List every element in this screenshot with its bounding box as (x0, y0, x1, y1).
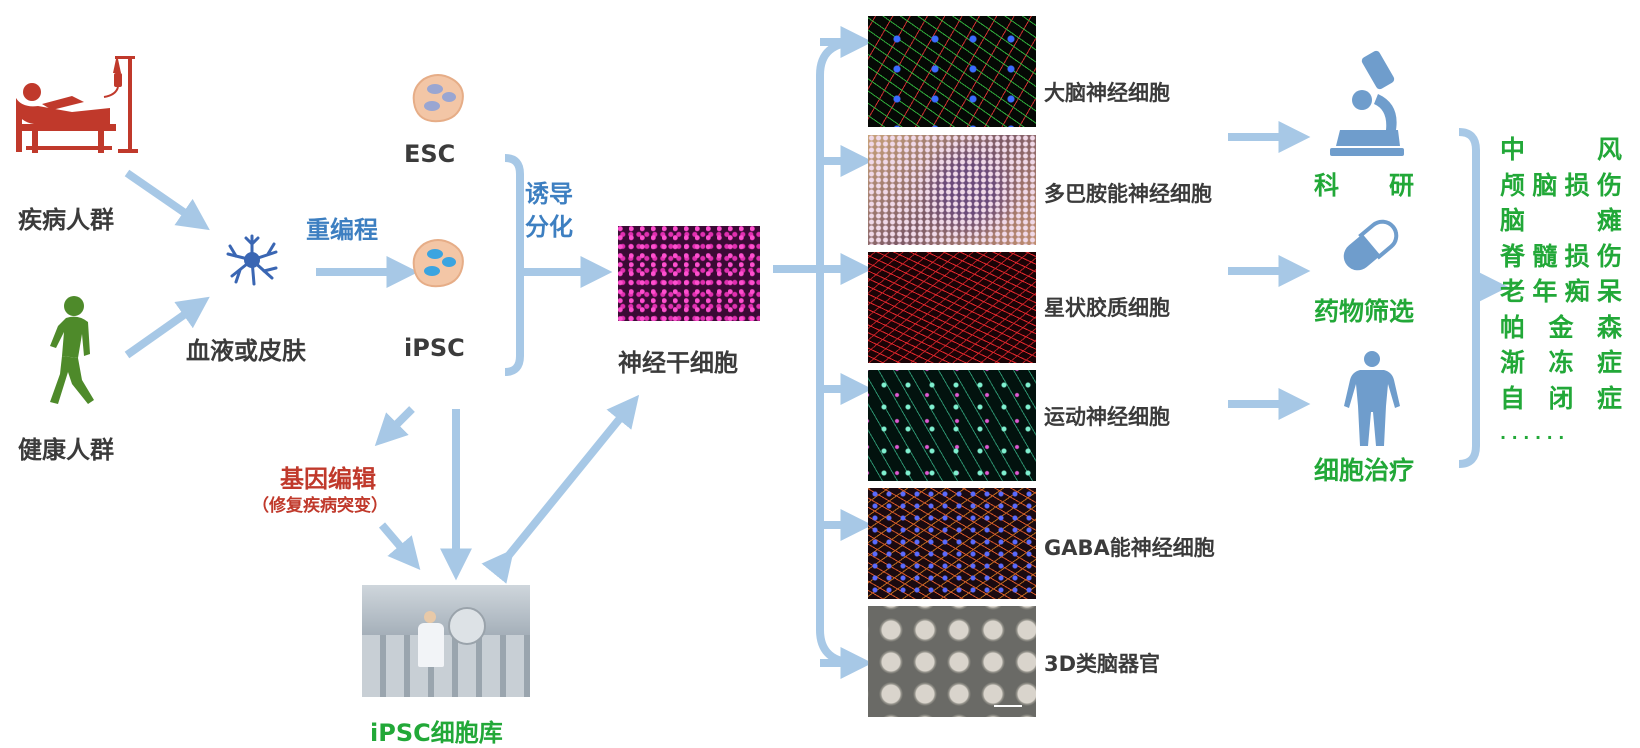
neural-type-label: GABA能神经细胞 (1044, 536, 1215, 560)
motor-neuron-micrograph (868, 370, 1036, 481)
disease-item: 脑瘫 (1500, 206, 1622, 235)
label-induced-differentiation: 诱导 分化 (525, 178, 573, 244)
hospital-bed-patient-icon (16, 56, 138, 153)
disease-item: 脊髓损伤 (1500, 241, 1622, 271)
label-gene-editing: 基因编辑 (280, 465, 376, 493)
dopaminergic-neuron-micrograph (868, 135, 1036, 245)
disease-list: 中风 颅脑损伤 脑瘫 脊髓损伤 老年痴呆 帕金森 渐冻症 自闭症 (1500, 132, 1622, 416)
neural-stem-cell-micrograph (618, 226, 760, 321)
walking-person-icon (50, 296, 94, 404)
label-differentiate: 分化 (525, 213, 573, 241)
microscope-icon (1330, 50, 1404, 156)
neural-type-label: 3D类脑器官 (1044, 652, 1161, 676)
label-esc: ESC (404, 140, 456, 168)
label-gene-editing-note: （修复疾病突变） (252, 496, 388, 516)
cerebral-neuron-micrograph (868, 16, 1036, 127)
application-label: 细胞治疗 (1314, 456, 1415, 485)
label-induce: 诱导 (525, 180, 573, 208)
gaba-neuron-micrograph (868, 488, 1036, 599)
ipsc-bank-photo (362, 585, 530, 697)
astrocyte-micrograph (868, 252, 1036, 363)
label-ipsc: iPSC (404, 334, 465, 362)
label-ipsc-cell-bank: iPSC细胞库 (370, 719, 503, 747)
neural-type-label: 大脑神经细胞 (1044, 81, 1170, 105)
brain-organoid-micrograph (868, 606, 1036, 717)
application-label: 科 研 (1314, 171, 1415, 200)
neural-type-label: 运动神经细胞 (1044, 405, 1170, 429)
label-healthy-population: 健康人群 (18, 436, 114, 464)
disease-list-ellipsis: · · · · · · (1500, 428, 1565, 447)
disease-item: 颅脑损伤 (1500, 170, 1622, 200)
label-reprogramming: 重编程 (306, 216, 378, 244)
neural-type-label: 多巴胺能神经细胞 (1044, 182, 1212, 206)
label-blood-or-skin: 血液或皮肤 (186, 337, 306, 365)
label-neural-stem-cell: 神经干细胞 (618, 349, 738, 377)
neural-type-label: 星状胶质细胞 (1044, 296, 1170, 320)
neuron-icon (226, 234, 278, 286)
label-disease-population: 疾病人群 (18, 206, 114, 234)
disease-item: 帕金森 (1500, 312, 1622, 342)
disease-item: 自闭症 (1500, 383, 1622, 413)
disease-item: 渐冻症 (1500, 348, 1622, 377)
disease-item: 中风 (1500, 135, 1622, 164)
ipsc-cell-icon (412, 239, 464, 288)
esc-cell-icon (412, 74, 464, 123)
application-label: 药物筛选 (1314, 297, 1415, 326)
pill-capsule-icon (1343, 219, 1399, 271)
disease-item: 老年痴呆 (1500, 277, 1622, 306)
human-body-icon (1344, 351, 1400, 446)
